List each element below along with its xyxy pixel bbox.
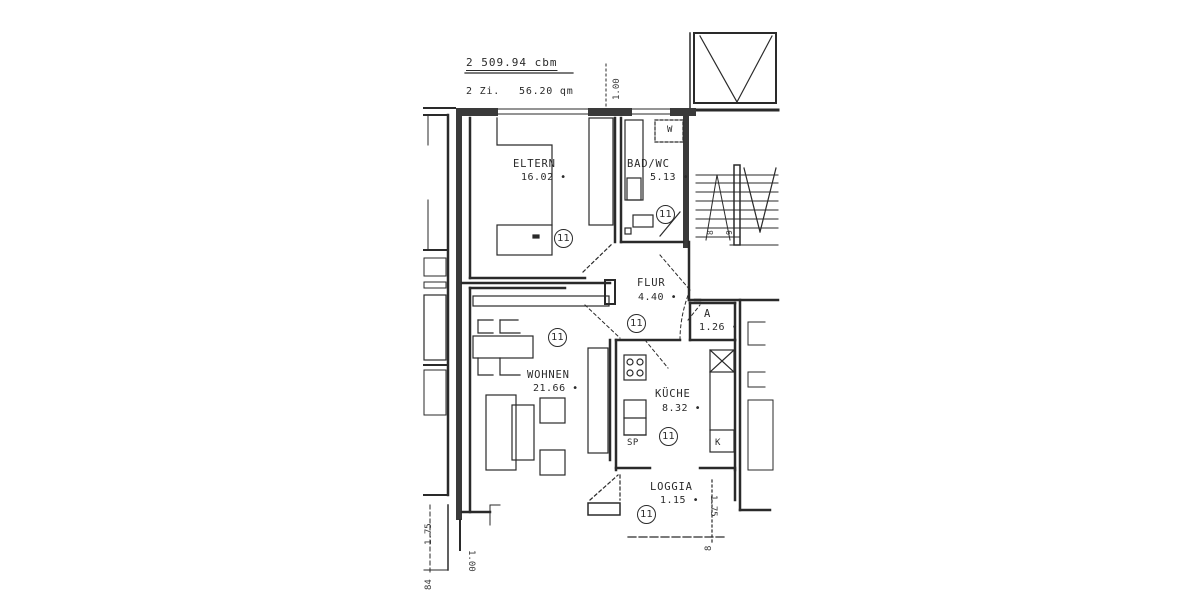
unit-marker-kueche: 11 [659,427,678,446]
room-area-bad-wc: 5.13 • [650,172,690,183]
flur-door-swings [584,254,701,369]
stair-label-lower: 8 [706,230,715,235]
room-label-bad-wc: BAD/WC [627,158,670,170]
unit-marker-flur: 11 [627,314,646,333]
room-label-kueche: KÜCHE [655,388,691,400]
wohnen-furniture [472,295,610,476]
stair-label-upper: 9 [725,230,734,235]
unit-marker-bad-wc: 11 [656,205,675,224]
room-area-kueche: 8.32 • [662,403,702,414]
total-area: 56.20 qm [519,86,574,97]
room-label-wohnen: WOHNEN [527,369,570,381]
room-area-abstell: 1.26 • [699,322,739,333]
room-area-flur: 4.40 • [638,292,678,303]
exterior-walls [456,108,696,520]
right-neighbor-unit [747,321,774,471]
room-area-eltern: 16.02 • [521,172,567,183]
loggia-outline [587,474,726,546]
dimension-loggia-depth: 1.75 [708,495,718,517]
dimension-bottom-left-depth: 1.75 [424,523,434,545]
dimension-lines [423,63,607,576]
room-label-loggia: LOGGIA [650,481,693,493]
dimension-top-wall: 1.00 [612,78,622,100]
elevator-shaft [688,32,780,112]
eltern-furniture [496,117,614,273]
staircase [695,164,779,246]
kitchen-fixtures [623,349,735,453]
bath-fixtures [624,119,684,237]
left-neighbor-unit [423,107,456,497]
interior-walls [460,116,780,514]
top-windows [497,108,671,115]
dimension-bottom-wall: 1.00 [466,550,476,572]
unit-marker-loggia: 11 [637,505,656,524]
unit-marker-wohnen: 11 [548,328,567,347]
room-label-abstell: A [704,308,712,320]
room-area-loggia: 1.15 • [660,495,700,506]
room-area-wohnen: 21.66 • [533,383,579,394]
unit-marker-eltern: 11 [554,229,573,248]
fixture-label-k: K [715,438,721,448]
dimension-left-marker: 84 [424,579,434,590]
building-volume: 2 509.94 cbm [466,56,558,69]
dimension-loggia-marker: 8 [704,545,714,551]
washer-label: W [667,125,673,135]
room-label-eltern: ELTERN [513,158,556,170]
room-label-flur: FLUR [637,277,666,289]
fixture-label-sp: SP [627,438,639,448]
room-count: 2 Zi. [466,86,501,97]
